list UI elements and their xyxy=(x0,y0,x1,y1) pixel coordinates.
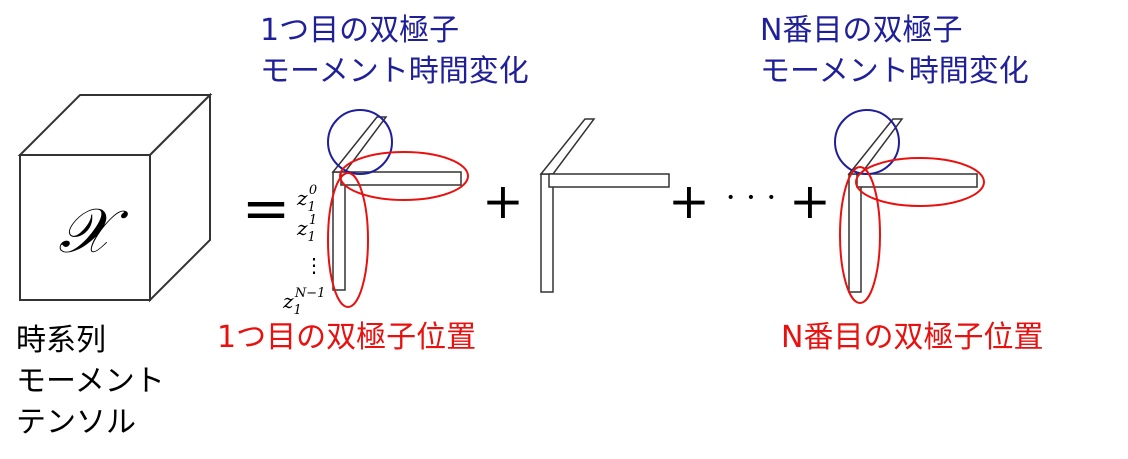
z-vector-entries: z10 z11 ⋮ z1N−1 xyxy=(282,183,325,318)
tensor-label-line-3: テンソル xyxy=(16,405,136,440)
z-entry-vdots: ⋮ xyxy=(304,253,324,277)
first-moment-label-line-1: 1つ目の双極子 xyxy=(260,13,460,48)
nth-moment-label: N番目の双極子 モーメント時間変化 xyxy=(760,10,1029,92)
nth-moment-label-line-2: モーメント時間変化 xyxy=(760,54,1029,89)
plus-sign-3: + xyxy=(789,172,831,230)
moment-highlight-circle-n xyxy=(834,109,900,175)
first-position-label: 1つ目の双極子位置 xyxy=(217,320,477,355)
tensor-label: 時系列 モーメント テンソル xyxy=(16,320,165,443)
equals-sign: = xyxy=(242,174,291,242)
rank-one-component-2 xyxy=(539,118,670,293)
tensor-label-line-2: モーメント xyxy=(16,364,165,399)
z-entry-0: z10 xyxy=(296,183,317,215)
first-moment-label-line-2: モーメント時間変化 xyxy=(260,54,529,89)
plus-sign-1: + xyxy=(482,172,524,230)
z-entry-1: z11 xyxy=(296,213,317,245)
position-highlight-ellipse-1-vertical xyxy=(327,172,369,308)
position-highlight-ellipse-1-horizontal xyxy=(339,151,469,201)
nth-moment-label-line-1: N番目の双極子 xyxy=(760,13,963,48)
position-highlight-ellipse-n-vertical xyxy=(839,166,881,304)
rank-one-component-1 xyxy=(331,116,462,291)
z-entry-last: z1N−1 xyxy=(282,286,325,318)
plus-sign-2: + xyxy=(668,172,710,230)
tensor-label-line-1: 時系列 xyxy=(16,323,106,358)
tensor-cube xyxy=(17,92,213,303)
ellipsis-dots: · · · xyxy=(726,178,777,216)
position-highlight-ellipse-n-horizontal xyxy=(855,157,985,207)
first-moment-label: 1つ目の双極子 モーメント時間変化 xyxy=(260,10,529,92)
nth-position-label: N番目の双極子位置 xyxy=(781,320,1044,355)
moment-highlight-circle-1 xyxy=(327,109,393,175)
